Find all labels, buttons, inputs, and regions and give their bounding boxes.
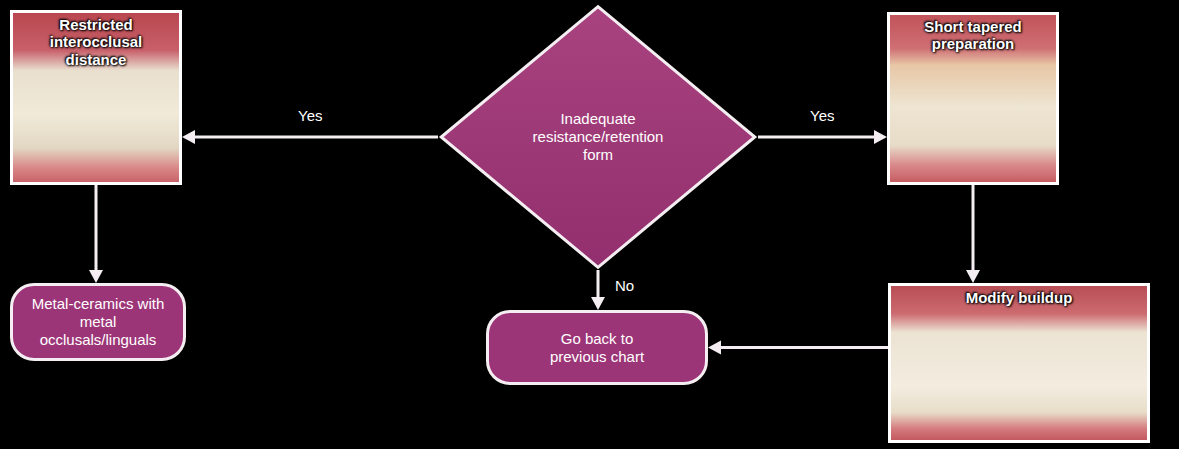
arrowhead [89,270,103,283]
connector [195,136,438,139]
connector [95,185,98,270]
edge-label: No [612,277,637,295]
outcome-box: Metal-ceramics with metal occlusals/ling… [10,283,186,361]
decision-text: Inadequate resistance/retention form [523,110,673,164]
connector [721,346,888,349]
photo-label: Modify buildup [960,289,1079,306]
arrowhead [708,341,721,355]
diamond-shape [441,7,755,268]
decision-diamond: Inadequate resistance/retention form [438,4,758,270]
photo-label: Short tapered preparation [890,18,1056,53]
edge-label: Yes [807,107,837,125]
arrowhead [591,297,605,310]
photo-box: Restricted interocclusal distance [10,10,182,185]
arrowhead [874,130,887,144]
outcome-text: Go back to previous chart [532,330,662,366]
photo-label: Restricted interocclusal distance [13,16,179,68]
photo-box: Short tapered preparation [887,12,1059,185]
photo-box: Modify buildup [888,283,1150,443]
connector [972,185,975,270]
arrowhead [966,270,980,283]
arrowhead [182,130,195,144]
connector [597,270,600,297]
outcome-text: Metal-ceramics with metal occlusals/ling… [23,295,173,349]
outcome-box: Go back to previous chart [486,310,708,385]
connector [758,136,874,139]
edge-label: Yes [295,107,325,125]
